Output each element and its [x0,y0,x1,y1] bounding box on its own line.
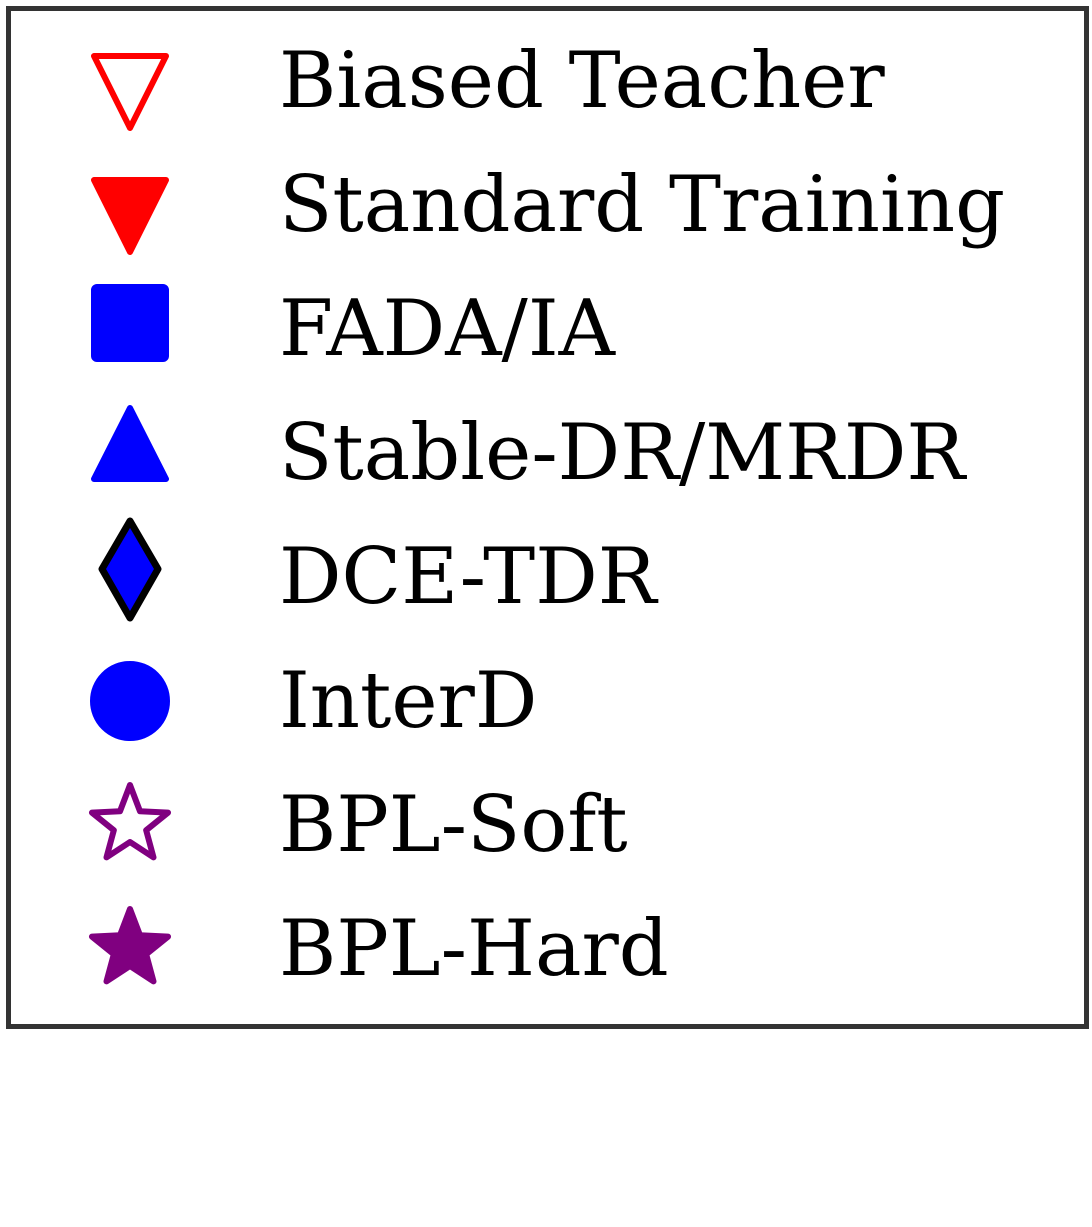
legend-entry: BPL-Hard [11,887,1084,1011]
legend-label: Biased Teacher [279,36,885,126]
legend-entry: Biased Teacher [11,19,1084,143]
legend-marker-circle-icon [85,656,175,746]
legend-entry: Standard Training [11,143,1084,267]
legend-marker-shape [91,53,169,131]
legend-marker-triangle-down-icon [85,36,175,131]
legend-marker-shape [88,782,172,861]
legend-marker-square-icon [85,284,175,374]
legend-marker-shape [91,405,169,482]
legend-label: FADA/IA [279,284,615,374]
legend-entry: Stable-DR/MRDR [11,391,1084,515]
legend-marker-shape [88,906,172,985]
legend-entry: FADA/IA [11,267,1084,391]
legend-label: BPL-Soft [279,780,628,870]
legend-marker-triangle-down-icon [85,160,175,255]
legend-entry: DCE-TDR [11,515,1084,639]
legend-marker-star-icon [85,780,175,870]
legend-marker-star-icon [85,904,175,994]
legend-label: InterD [279,656,538,746]
legend-marker-diamond-icon [85,517,175,622]
legend-marker-shape [98,517,162,622]
legend-marker-triangle-up-icon [85,405,175,498]
legend-label: Standard Training [279,160,1006,250]
legend-label: DCE-TDR [279,532,657,622]
legend-marker-shape [91,284,169,362]
legend-label: BPL-Hard [279,904,669,994]
legend-entry: InterD [11,639,1084,763]
legend-marker-shape [90,661,170,741]
legend-entry: BPL-Soft [11,763,1084,887]
legend-marker-shape [91,177,169,255]
legend-label: Stable-DR/MRDR [279,408,966,498]
